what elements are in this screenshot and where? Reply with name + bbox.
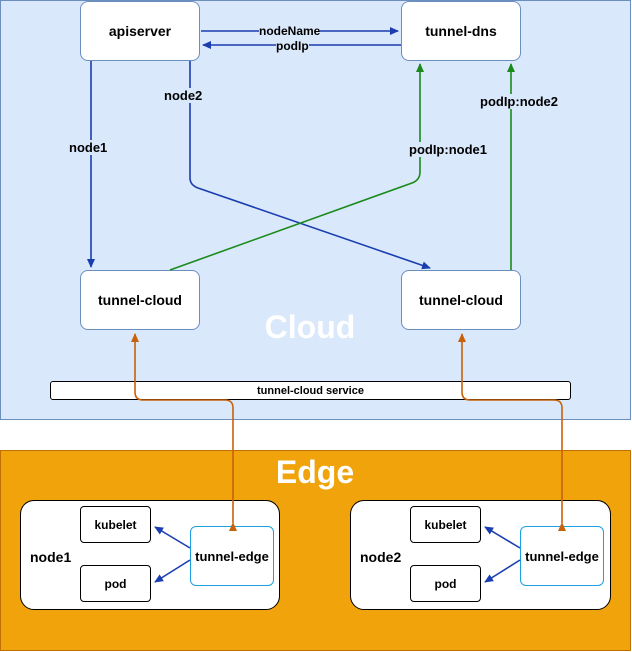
label-nodename: nodeName	[259, 24, 321, 38]
label-node2: node2	[164, 88, 203, 103]
label-podip-node2: podIp:node2	[480, 94, 558, 109]
apiserver-box[interactable]: apiserver	[80, 1, 200, 61]
label-podip: podIp	[276, 39, 309, 53]
edge-title: Edge	[275, 454, 355, 490]
node2-tunnel-edge-box[interactable]: tunnel-edge	[520, 526, 604, 586]
tunnel-cloud-service-bar[interactable]: tunnel-cloud service	[50, 381, 571, 400]
tunnel-cloud-box-2[interactable]: tunnel-cloud	[401, 270, 521, 330]
node1-tunnel-edge-box[interactable]: tunnel-edge	[190, 526, 274, 586]
tunnel-dns-box[interactable]: tunnel-dns	[401, 1, 521, 61]
tunnel-cloud-box-1[interactable]: tunnel-cloud	[80, 270, 200, 330]
node1-label: node1	[30, 549, 72, 565]
label-podip-node1: podIp:node1	[409, 142, 487, 157]
cloud-title: Cloud	[264, 309, 356, 345]
node2-kubelet-box[interactable]: kubelet	[410, 506, 481, 543]
node2-label: node2	[360, 549, 402, 565]
label-node1: node1	[69, 140, 108, 155]
node1-kubelet-box[interactable]: kubelet	[80, 506, 151, 543]
node1-pod-box[interactable]: pod	[80, 565, 151, 602]
cloud-zone	[0, 0, 631, 420]
node2-pod-box[interactable]: pod	[410, 565, 481, 602]
